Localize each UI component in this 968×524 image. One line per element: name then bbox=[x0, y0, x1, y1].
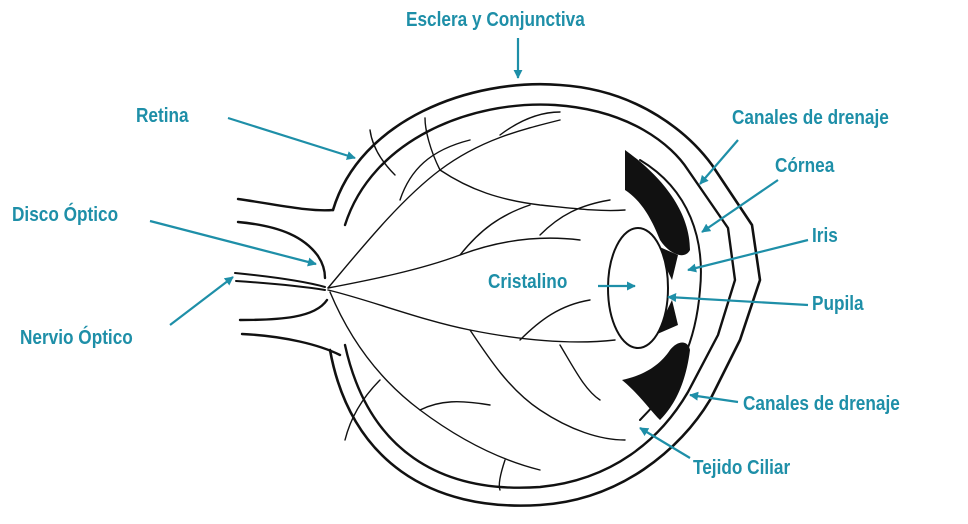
retinal-vessels bbox=[327, 111, 626, 491]
label-canales-bottom: Canales de drenaje bbox=[743, 393, 900, 415]
label-pupila: Pupila bbox=[812, 293, 864, 315]
label-tejido: Tejido Ciliar bbox=[693, 457, 791, 479]
sclera-outline bbox=[328, 82, 762, 507]
label-cristalino: Cristalino bbox=[488, 271, 568, 293]
pointer-arrows bbox=[149, 38, 809, 459]
label-retina: Retina bbox=[136, 105, 189, 127]
optic-nerve-fiber bbox=[234, 272, 326, 291]
retina-outline bbox=[343, 103, 737, 489]
optic-nerve-sheath bbox=[236, 197, 342, 357]
label-canales-top: Canales de drenaje bbox=[732, 107, 889, 129]
label-disco: Disco Óptico bbox=[12, 204, 119, 226]
label-esclera: Esclera y Conjunctiva bbox=[406, 9, 585, 31]
lens bbox=[607, 227, 669, 349]
label-iris: Iris bbox=[812, 225, 838, 247]
label-nervio: Nervio Óptico bbox=[20, 327, 133, 349]
label-cornea: Córnea bbox=[775, 155, 835, 177]
